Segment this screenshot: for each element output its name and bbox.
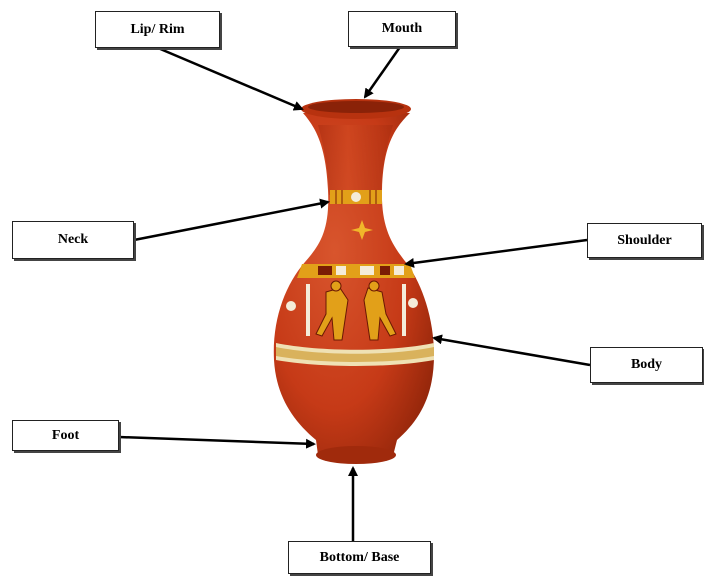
label-neck: Neck: [12, 221, 134, 259]
label-foot: Foot: [12, 420, 119, 451]
label-bottom-base-text: Bottom/ Base: [320, 550, 400, 566]
label-neck-text: Neck: [58, 232, 88, 248]
label-shoulder-text: Shoulder: [617, 233, 671, 249]
label-mouth: Mouth: [348, 11, 456, 47]
label-body: Body: [590, 347, 703, 383]
label-shoulder: Shoulder: [587, 223, 702, 258]
label-lip-rim-text: Lip/ Rim: [130, 22, 184, 38]
arrow-neck: [134, 202, 328, 240]
neck-band-sun: [351, 192, 361, 202]
arrow-mouth: [365, 47, 400, 97]
arrow-foot: [119, 437, 314, 444]
label-body-text: Body: [631, 357, 662, 373]
vase-foot: [316, 446, 396, 464]
arrow-shoulder: [406, 240, 587, 264]
arrow-body: [434, 338, 590, 365]
vase-mouth: [308, 101, 404, 113]
label-bottom-base: Bottom/ Base: [288, 541, 431, 574]
arrow-lip-rim: [158, 48, 302, 109]
vase: [274, 99, 434, 464]
label-foot-text: Foot: [52, 428, 79, 444]
label-mouth-text: Mouth: [382, 21, 422, 37]
label-lip-rim: Lip/ Rim: [95, 11, 220, 48]
